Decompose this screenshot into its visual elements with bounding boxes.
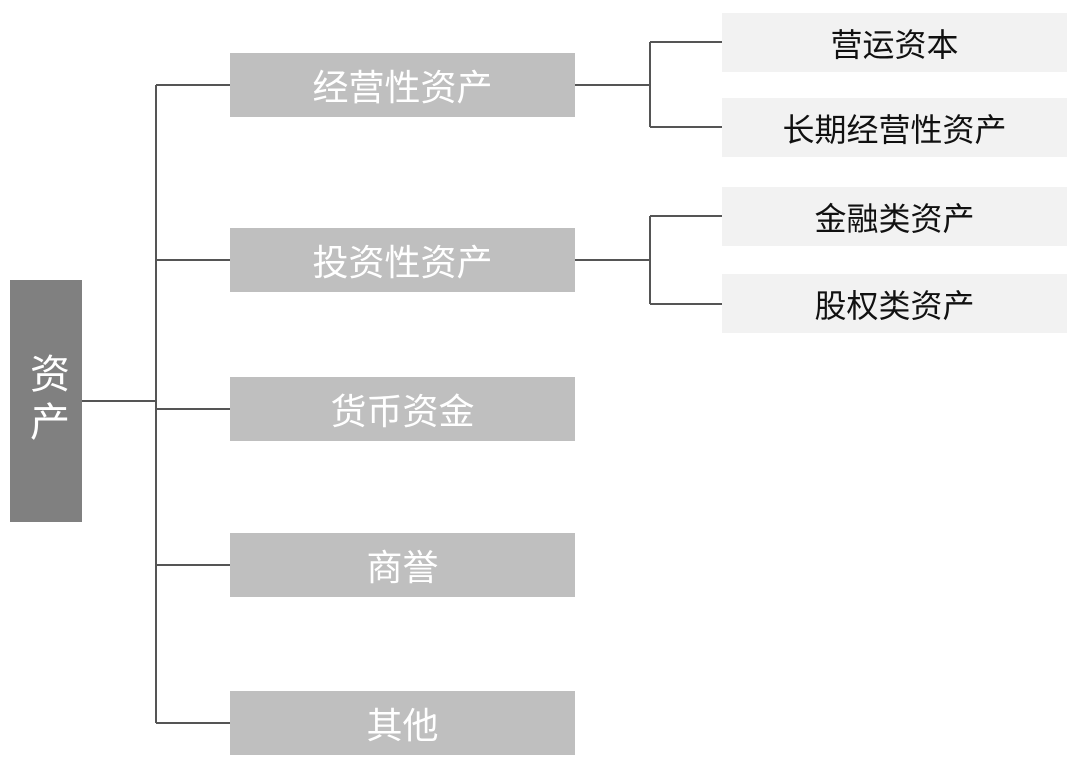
branch-node-investment-assets: 投资性资产 <box>230 228 575 292</box>
leaf-node-longterm-operating-assets: 长期经营性资产 <box>722 98 1067 157</box>
branch-node-other: 其他 <box>230 691 575 755</box>
leaf-node-financial-assets: 金融类资产 <box>722 187 1067 246</box>
root-node-assets: 资产 <box>10 280 82 522</box>
branch-node-monetary-funds: 货币资金 <box>230 377 575 441</box>
leaf-node-working-capital: 营运资本 <box>722 13 1067 72</box>
branch-node-goodwill: 商誉 <box>230 533 575 597</box>
branch-node-operating-assets: 经营性资产 <box>230 53 575 117</box>
leaf-node-equity-assets: 股权类资产 <box>722 274 1067 333</box>
